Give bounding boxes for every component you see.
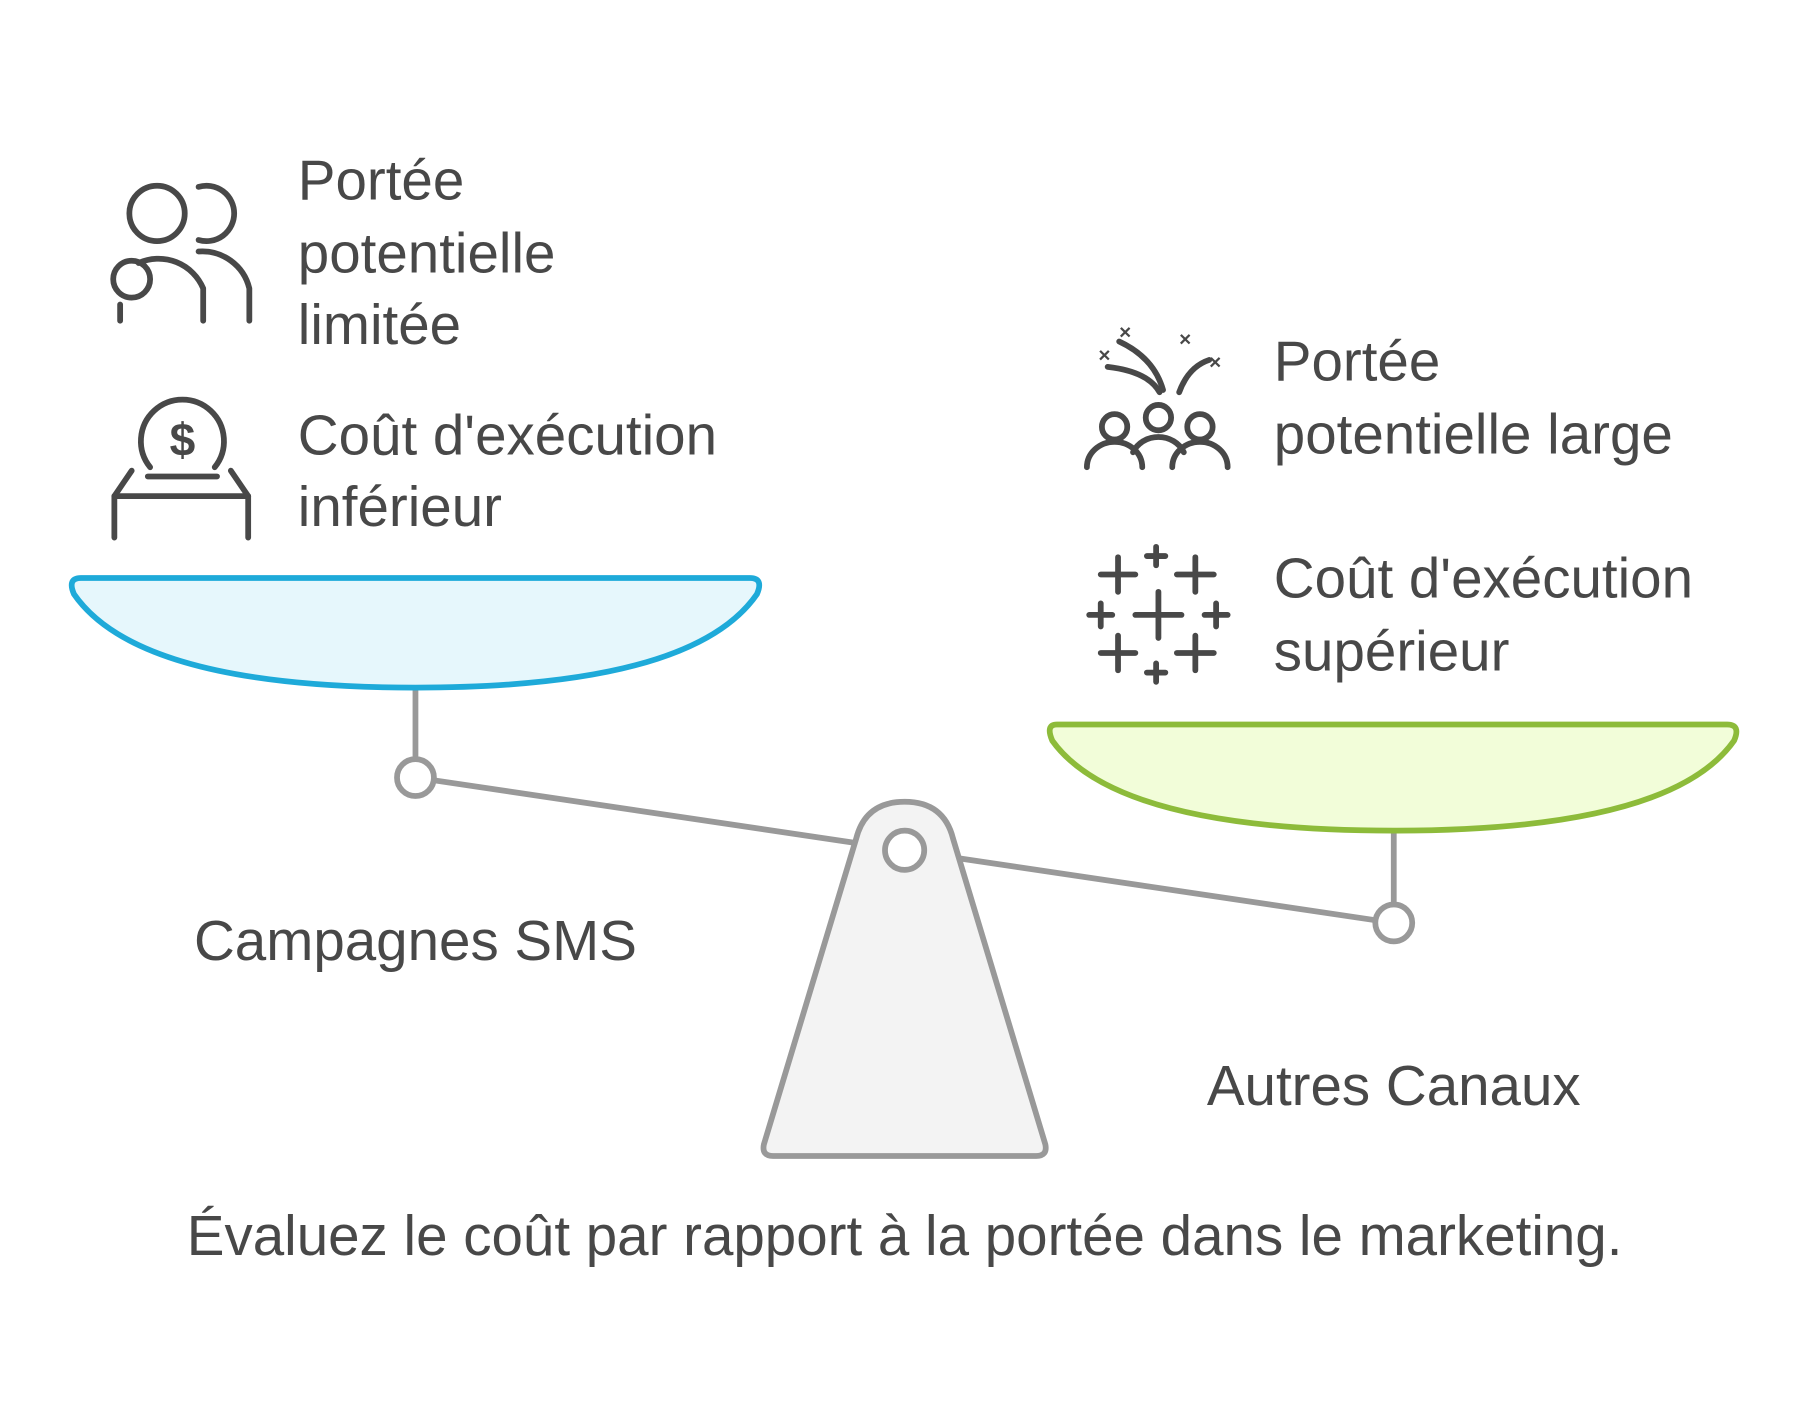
text-line: Portée bbox=[1274, 330, 1441, 393]
left-pan bbox=[68, 575, 763, 691]
fulcrum bbox=[760, 798, 1049, 1159]
text-line: potentielle bbox=[298, 221, 556, 284]
plus-grid-icon bbox=[1086, 543, 1231, 685]
svg-text:×: × bbox=[1209, 351, 1221, 374]
caption: Évaluez le coût par rapport à la portée … bbox=[187, 1204, 1623, 1267]
svg-text:×: × bbox=[1179, 328, 1191, 351]
left-hook bbox=[394, 756, 437, 799]
donation-box-dollar-icon: $ bbox=[111, 396, 252, 541]
people-icon bbox=[110, 182, 253, 324]
right-item-reach: Portée potentielle large bbox=[1274, 330, 1673, 466]
text-line: Coût d'exécution bbox=[298, 404, 717, 467]
svg-text:×: × bbox=[1119, 321, 1131, 344]
left-item-reach: Portée potentielle limitée bbox=[298, 149, 556, 356]
pivot bbox=[882, 827, 928, 873]
left-item-cost: Coût d'exécution inférieur bbox=[298, 404, 717, 539]
text-line: supérieur bbox=[1274, 619, 1510, 682]
right-item-cost: Coût d'exécution supérieur bbox=[1274, 547, 1693, 683]
text-line: inférieur bbox=[298, 475, 502, 538]
right-label: Autres Canaux bbox=[1207, 1054, 1581, 1117]
svg-text:$: $ bbox=[170, 414, 196, 466]
crowd-celebration-icon: × × × × bbox=[1084, 321, 1231, 471]
text-line: limitée bbox=[298, 293, 461, 356]
text-line: Portée bbox=[298, 149, 465, 212]
left-label: Campagnes SMS bbox=[194, 909, 637, 972]
text-line: Coût d'exécution bbox=[1274, 547, 1693, 610]
right-hook bbox=[1372, 901, 1416, 945]
svg-text:×: × bbox=[1098, 344, 1110, 367]
right-pan bbox=[1046, 721, 1740, 834]
text-line: potentielle large bbox=[1274, 402, 1673, 465]
